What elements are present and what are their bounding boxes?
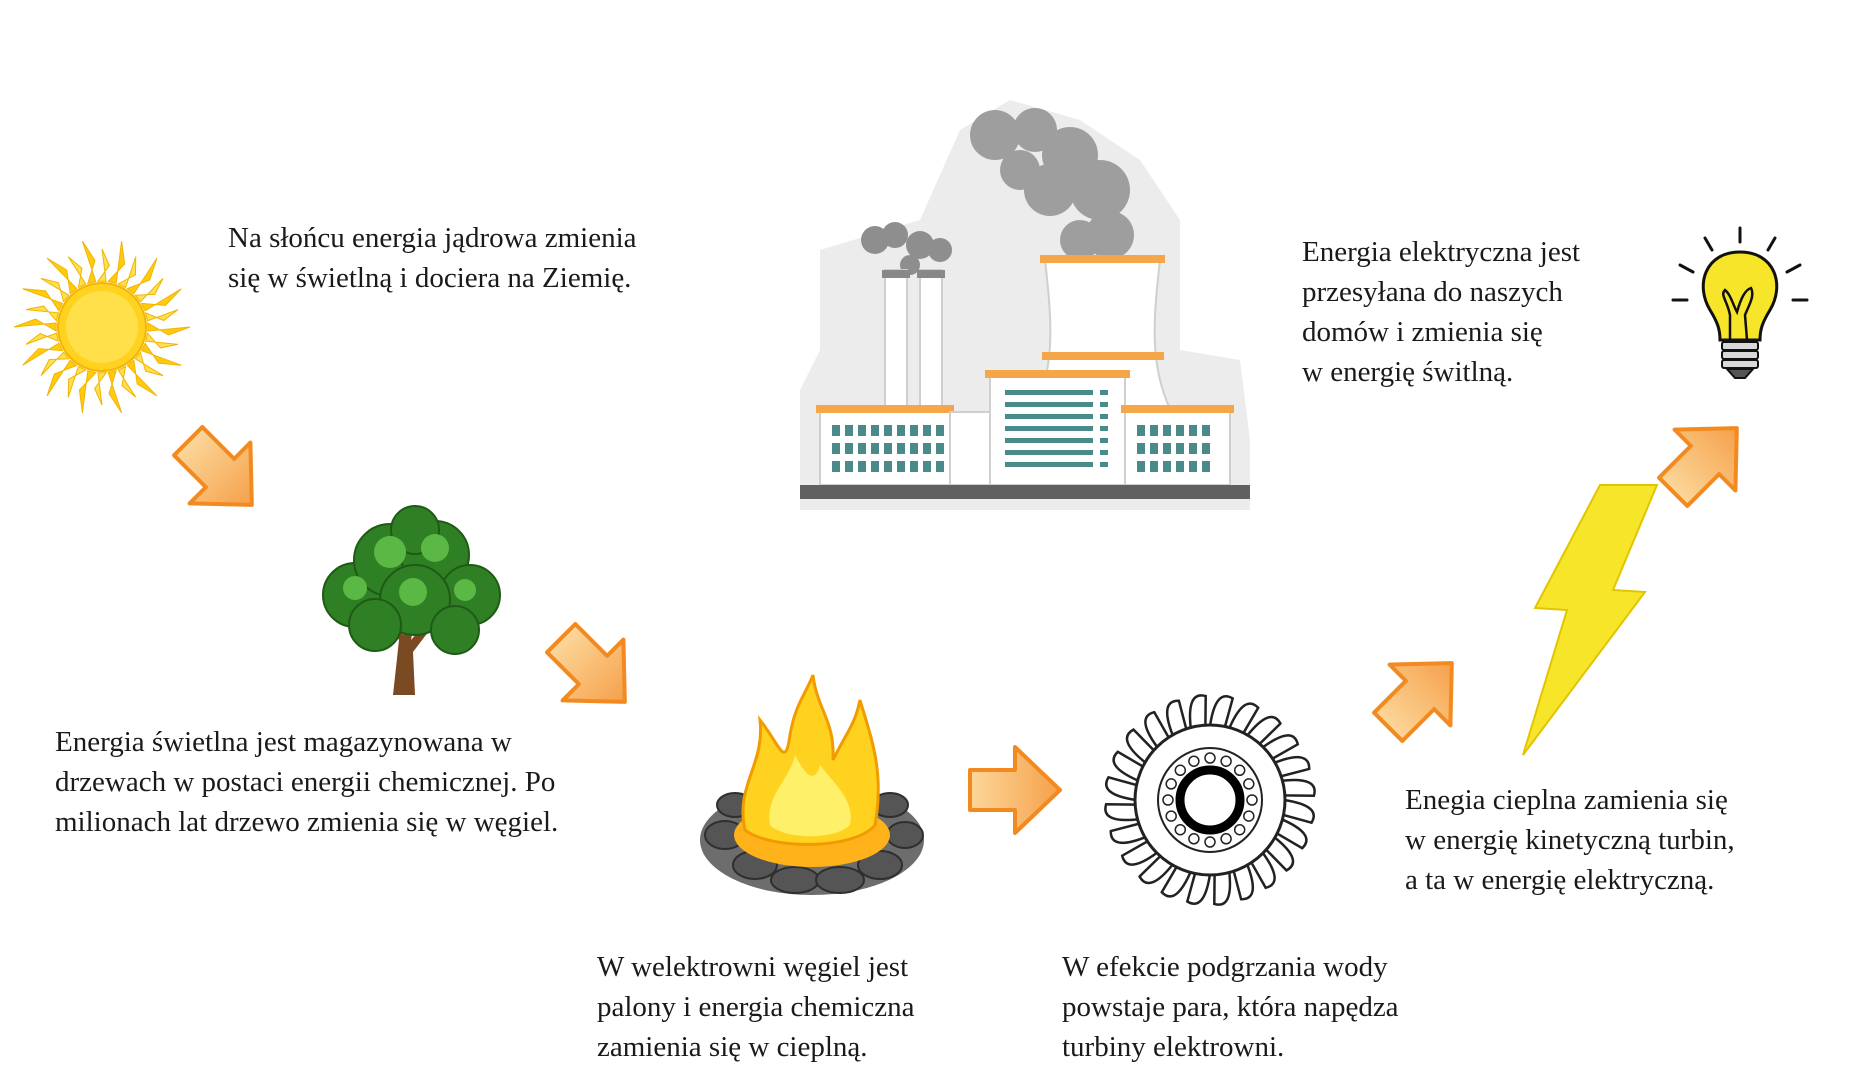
text-line: Enegia cieplna zamienia się [1405,784,1728,816]
sun-icon [13,240,191,414]
arrow-icon [1365,640,1475,750]
step-fire-text: W welektrowni węgiel jest palony i energ… [597,947,915,1067]
arrow-icon [165,418,275,528]
arrow-icon [968,745,1062,835]
text-line: powstaje para, która napędza [1062,991,1399,1023]
text-line: milionach lat drzewo zmienia się w węgie… [55,806,559,838]
arrow-icon [538,615,648,725]
text-line: domów i zmienia się [1302,316,1543,348]
step-tree-text: Energia świetlna jest magazynowana w drz… [55,722,558,842]
step-turbine-text: Enegia cieplna zamienia się w energię ki… [1405,780,1735,900]
text-line: przesyłana do naszych [1302,276,1563,308]
text-line: W efekcie podgrzania wody [1062,951,1388,983]
text-line: a ta w energię elektryczną. [1405,864,1715,896]
text-line: Energia elektryczna jest [1302,236,1581,268]
text-line: palony i energia chemiczna [597,991,915,1023]
turbine-icon [1104,694,1316,906]
text-line: Energia świetlna jest magazynowana w [55,726,512,758]
campfire-icon [700,674,924,895]
text-line: drzewach w postaci energii chemicznej. P… [55,766,556,798]
step-sun-text: Na słońcu energia jądrowa zmienia się w … [228,218,637,298]
arrow-icon [1650,405,1760,515]
light-bulb-icon [1671,226,1809,379]
text-line: W welektrowni węgiel jest [597,951,909,983]
text-line: w energię świtlną. [1302,356,1514,388]
power-plant-icon [800,100,1250,510]
tree-icon [322,505,501,695]
text-line: w energię kinetyczną turbin, [1405,824,1735,856]
lightning-icon [1522,484,1659,756]
text-line: zamienia się w cieplną. [597,1031,868,1063]
text-line: Na słońcu energia jądrowa zmienia [228,222,637,254]
text-line: się w świetlną i dociera na Ziemię. [228,262,632,294]
step-steam-text: W efekcie podgrzania wody powstaje para,… [1062,947,1399,1067]
text-line: turbiny elektrowni. [1062,1031,1285,1063]
step-home-text: Energia elektryczna jest przesyłana do n… [1302,232,1580,392]
